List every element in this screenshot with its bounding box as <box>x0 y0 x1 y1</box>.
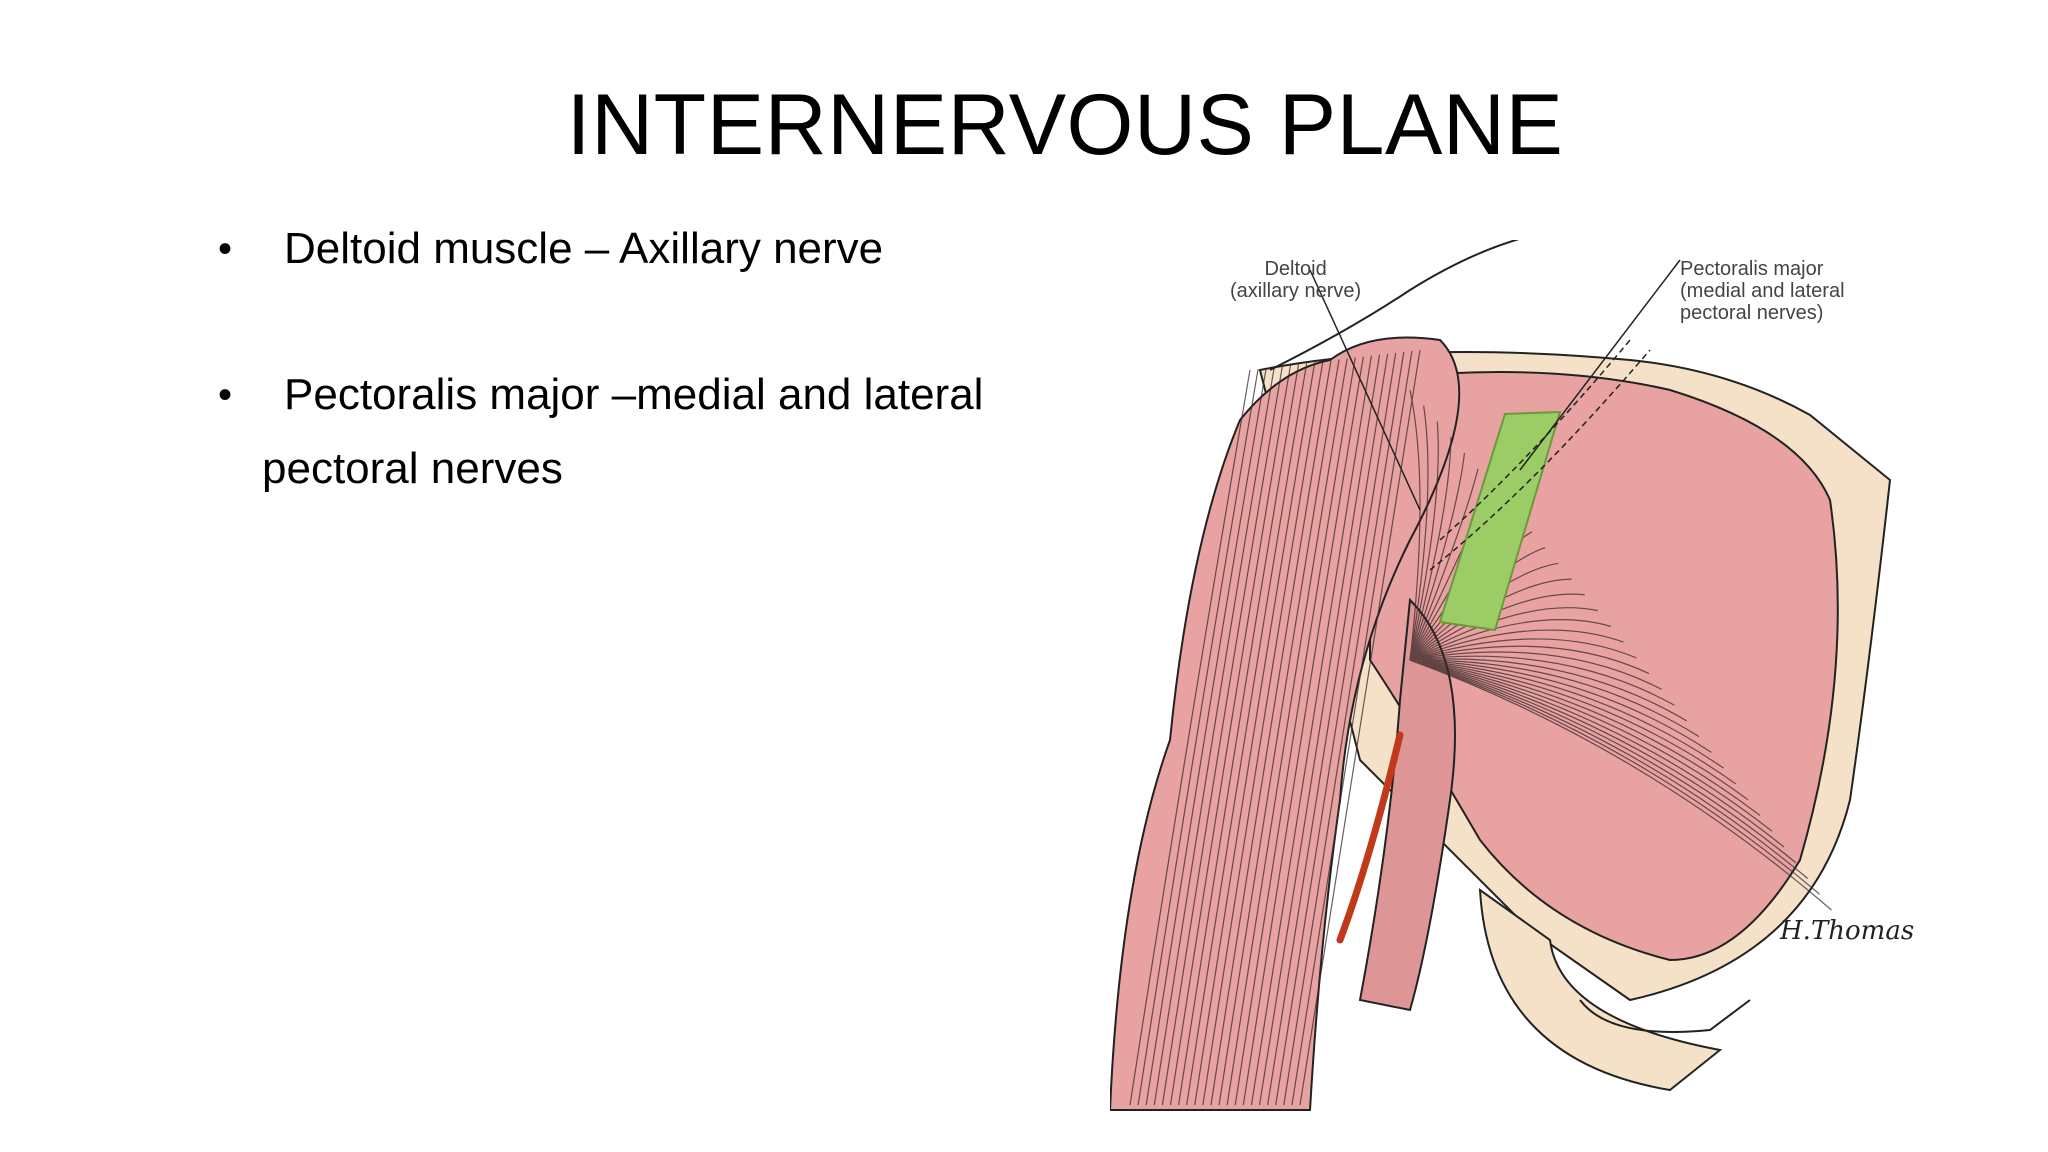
bullet-list: • Deltoid muscle – Axillary nerve • Pect… <box>218 212 1098 506</box>
pectoralis-fiber <box>1409 638 1637 661</box>
pectoralis-fiber <box>1409 659 1809 879</box>
shoulder-muscle-drawing <box>1110 240 1892 1111</box>
deltoid-fiber <box>1145 367 1267 1106</box>
anatomy-illustration: Deltoid (axillary nerve) Pectoralis majo… <box>1110 240 1914 1120</box>
pectoralis-fiber <box>1409 593 1585 661</box>
pectoralis-fiber <box>1409 659 1737 785</box>
bullet-text-continuation: pectoral nerves <box>262 444 563 493</box>
pectoralis-fiber <box>1409 659 1712 753</box>
pectoralis-fiber <box>1409 619 1611 661</box>
pectoralis-fiber <box>1409 629 1624 661</box>
deltoid-fiber <box>1161 366 1283 1106</box>
deltoid-fiber <box>1129 369 1251 1106</box>
pectoralis-fiber <box>1409 651 1662 690</box>
label-deltoid: Deltoid (axillary nerve) <box>1230 258 1361 302</box>
deltoid-fiber <box>1218 359 1340 1106</box>
pectoralis-fiber <box>1409 421 1439 661</box>
label-pectoralis-nerve-line2: pectoral nerves) <box>1680 302 1824 324</box>
bullet-item-deltoid: • Deltoid muscle – Axillary nerve <box>218 212 1098 286</box>
pectoralis-fiber <box>1409 659 1773 832</box>
pectoralis-fiber <box>1409 659 1820 895</box>
label-deltoid-name: Deltoid <box>1264 258 1327 280</box>
pectoralis-fiber <box>1409 468 1479 661</box>
label-deltoid-nerve: (axillary nerve) <box>1230 280 1362 302</box>
bullet-dot: • <box>218 373 233 417</box>
deltoid-fiber <box>1177 364 1300 1106</box>
cephalic-vein <box>1336 731 1404 944</box>
pectoralis-fiber <box>1409 659 1700 738</box>
pectoralis-fiber <box>1409 659 1797 864</box>
pectoralis-fiber <box>1409 645 1650 675</box>
rib-outline <box>1478 887 1723 1092</box>
deltoid-fiber <box>1153 367 1275 1106</box>
label-pectoralis-name: Pectoralis major <box>1680 258 1824 280</box>
pectoralis-fiber <box>1409 659 1724 769</box>
deltopectoral-interval-highlight <box>1438 410 1562 632</box>
deltoid-fiber <box>1242 356 1364 1106</box>
pectoralis-leader-line <box>1519 259 1681 471</box>
pectoralis-fiber <box>1409 389 1421 661</box>
pectoralis-fiber <box>1409 659 1761 816</box>
pectoralis-fiber <box>1409 659 1832 911</box>
deltoid-fiber <box>1194 362 1316 1106</box>
pectoralis-fiber <box>1409 655 1675 706</box>
bullet-text: Deltoid muscle – Axillary nerve <box>284 224 884 273</box>
deltoid-leader-line <box>1309 269 1421 511</box>
label-pectoralis: Pectoralis major (medial and lateral pec… <box>1680 258 1845 324</box>
pectoralis-fiber <box>1409 405 1429 661</box>
pectoralis-fiber <box>1409 659 1749 801</box>
pectoralis-fiber <box>1409 452 1466 661</box>
deltoid-fiber <box>1137 368 1259 1106</box>
deltoid-fiber <box>1202 361 1324 1106</box>
deltoid-fiber <box>1226 358 1348 1106</box>
bullet-dot: • <box>218 227 233 271</box>
pectoralis-fiber <box>1409 607 1598 661</box>
illustrator-signature: H.Thomas <box>1780 916 1915 946</box>
pectoralis-fiber <box>1409 658 1688 722</box>
pectoralis-fiber <box>1409 437 1452 661</box>
deltoid-fiber <box>1210 360 1332 1106</box>
deltoid-fiber <box>1186 363 1308 1106</box>
muscle-fibers <box>1129 349 1832 1106</box>
biceps-muscle <box>1358 597 1456 1012</box>
pectoral-nerve-path <box>1429 349 1651 571</box>
rib-edge <box>1579 999 1751 1033</box>
deltoid-fiber <box>1299 349 1421 1106</box>
bullet-text: Pectoralis major –medial and lateral <box>284 370 984 419</box>
deltoid-muscle <box>1110 336 1461 1111</box>
pectoralis-fiber <box>1409 659 1785 848</box>
pectoral-nerve-path <box>1439 339 1631 541</box>
clavicle-line <box>1269 240 1520 371</box>
label-pectoralis-nerve-line1: (medial and lateral <box>1680 280 1845 302</box>
deltoid-fiber <box>1169 365 1292 1106</box>
bullet-item-pectoralis: • Pectoralis major –medial and lateral p… <box>218 358 1098 506</box>
deltoid-fiber <box>1234 357 1356 1106</box>
slide-title: INTERNERVOUS PLANE <box>566 77 1564 173</box>
